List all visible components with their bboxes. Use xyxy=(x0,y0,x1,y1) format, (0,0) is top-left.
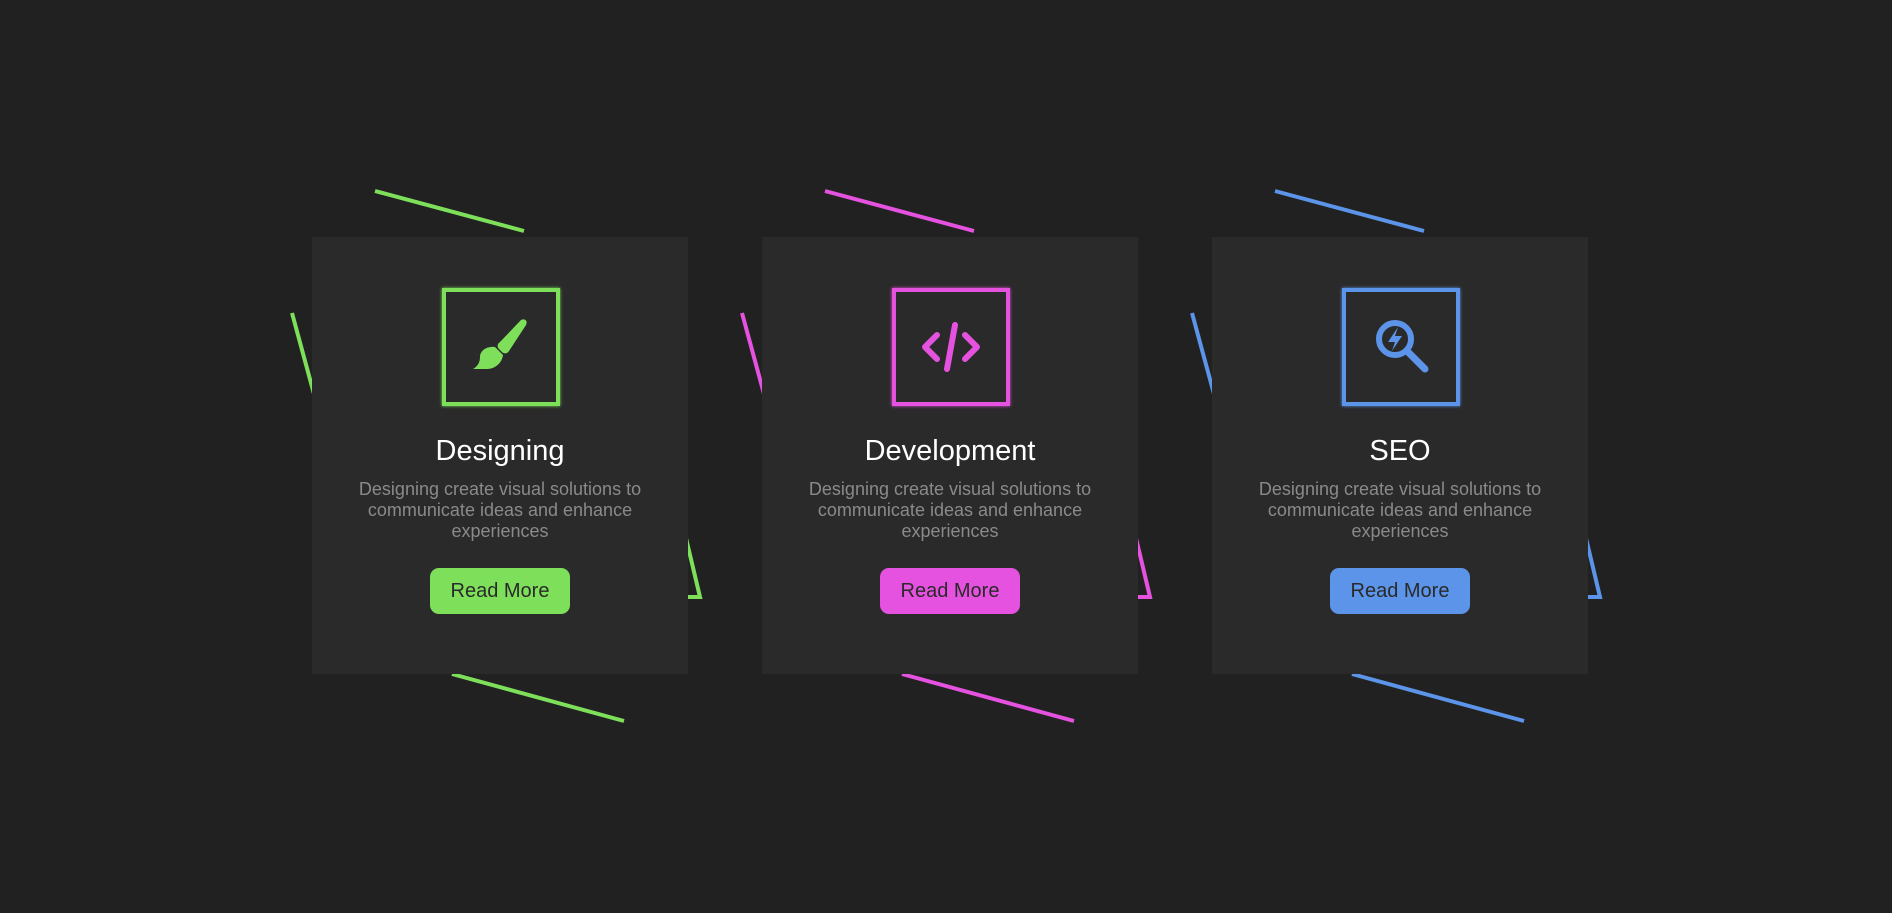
code-icon xyxy=(922,322,980,372)
service-card-development: Development Designing create visual solu… xyxy=(740,189,1153,723)
card-description: Designing create visual solutions to com… xyxy=(808,479,1092,541)
read-more-button[interactable]: Read More xyxy=(430,568,570,614)
icon-frame xyxy=(442,288,560,406)
service-card: Designing Designing create visual soluti… xyxy=(312,237,688,674)
search-bolt-icon xyxy=(1376,320,1429,373)
service-card-designing: Designing Designing create visual soluti… xyxy=(290,189,703,723)
card-title: Designing xyxy=(435,435,565,467)
card-title: Development xyxy=(864,435,1036,467)
service-card: Development Designing create visual solu… xyxy=(762,237,1138,674)
service-card-seo: SEO Designing create visual solutions to… xyxy=(1190,189,1603,723)
icon-frame xyxy=(892,288,1010,406)
card-title: SEO xyxy=(1369,435,1431,467)
card-description: Designing create visual solutions to com… xyxy=(1258,479,1542,541)
read-more-button[interactable]: Read More xyxy=(1330,568,1470,614)
paintbrush-icon xyxy=(473,319,527,369)
service-card: SEO Designing create visual solutions to… xyxy=(1212,237,1588,674)
card-description: Designing create visual solutions to com… xyxy=(358,479,642,541)
read-more-button[interactable]: Read More xyxy=(880,568,1020,614)
icon-frame xyxy=(1342,288,1460,406)
